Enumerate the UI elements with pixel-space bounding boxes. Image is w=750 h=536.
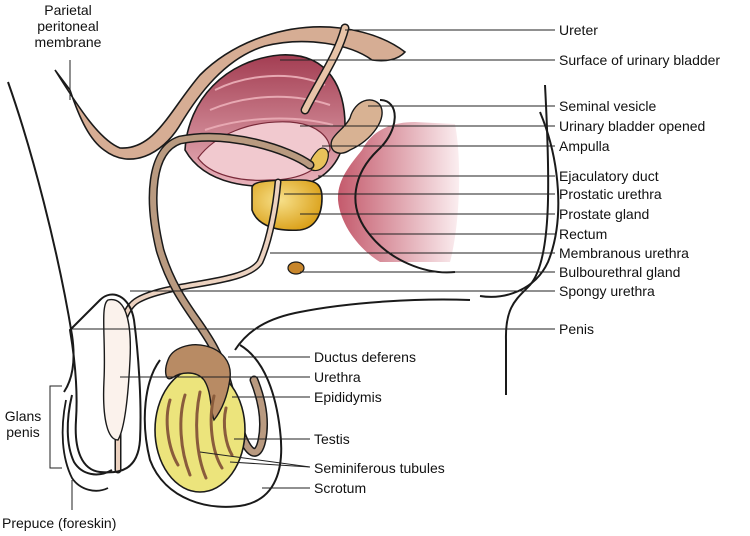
label-epididymis: Epididymis [314, 389, 382, 405]
label-parietal-line-2: peritoneal [37, 18, 99, 34]
label-seminal-vesicle: Seminal vesicle [559, 98, 657, 114]
label-prostate-gland: Prostate gland [559, 206, 650, 222]
scrotum [143, 344, 283, 508]
label-ampulla: Ampulla [559, 138, 610, 154]
label-surface-of-urinary-bladder: Surface of urinary bladder [559, 52, 721, 68]
label-glans-line-1: Glans [4, 408, 42, 424]
label-testis: Testis [314, 431, 350, 447]
rectum-wall [354, 99, 456, 274]
label-urethra: Urethra [314, 369, 361, 385]
bladder-rugae [204, 75, 334, 131]
label-rectum: Rectum [559, 226, 608, 242]
glans-penis [66, 394, 113, 476]
ureter-fill [302, 25, 348, 113]
corpus-cavernosum [102, 298, 132, 441]
pelvic-floor [234, 298, 471, 351]
rectum [337, 122, 460, 262]
label-urinary-bladder-opened: Urinary bladder opened [559, 118, 706, 134]
label-bulbourethral-gland: Bulbourethral gland [559, 264, 681, 280]
seminiferous-tubules [165, 390, 234, 480]
label-seminiferous-tubules: Seminiferous tubules [314, 460, 445, 476]
prepuce [61, 399, 109, 492]
glans-bracket [49, 385, 62, 469]
bulbourethral-gland [287, 261, 305, 275]
coccyx-outline [479, 111, 560, 298]
label-scrotum: Scrotum [314, 480, 367, 496]
label-parietal-peritoneal-membrane: Parietal peritoneal membrane [28, 2, 108, 50]
label-glans-line-2: penis [6, 424, 40, 440]
label-prostatic-urethra: Prostatic urethra [559, 186, 662, 202]
label-penis: Penis [559, 321, 595, 337]
label-membranous-urethra: Membranous urethra [559, 245, 689, 261]
ductus-deferens-fill [150, 134, 313, 456]
label-ductus-deferens: Ductus deferens [314, 349, 416, 365]
body-outline [7, 81, 75, 393]
label-prepuce-foreskin: Prepuce (foreskin) [2, 515, 117, 531]
back-outline [504, 84, 550, 395]
label-glans-penis: Glans penis [0, 408, 46, 440]
label-spongy-urethra: Spongy urethra [559, 283, 655, 299]
label-ureter: Ureter [559, 22, 598, 38]
penis-shaft [68, 293, 142, 474]
parietal-peritoneal-membrane [54, 26, 407, 160]
seminal-vesicle [330, 99, 383, 154]
label-parietal-line-3: membrane [34, 34, 102, 50]
label-ejaculatory-duct: Ejaculatory duct [559, 168, 659, 184]
prostate-gland [251, 179, 323, 232]
label-parietal-line-1: Parietal [44, 2, 92, 18]
leader-lines [69, 29, 555, 510]
